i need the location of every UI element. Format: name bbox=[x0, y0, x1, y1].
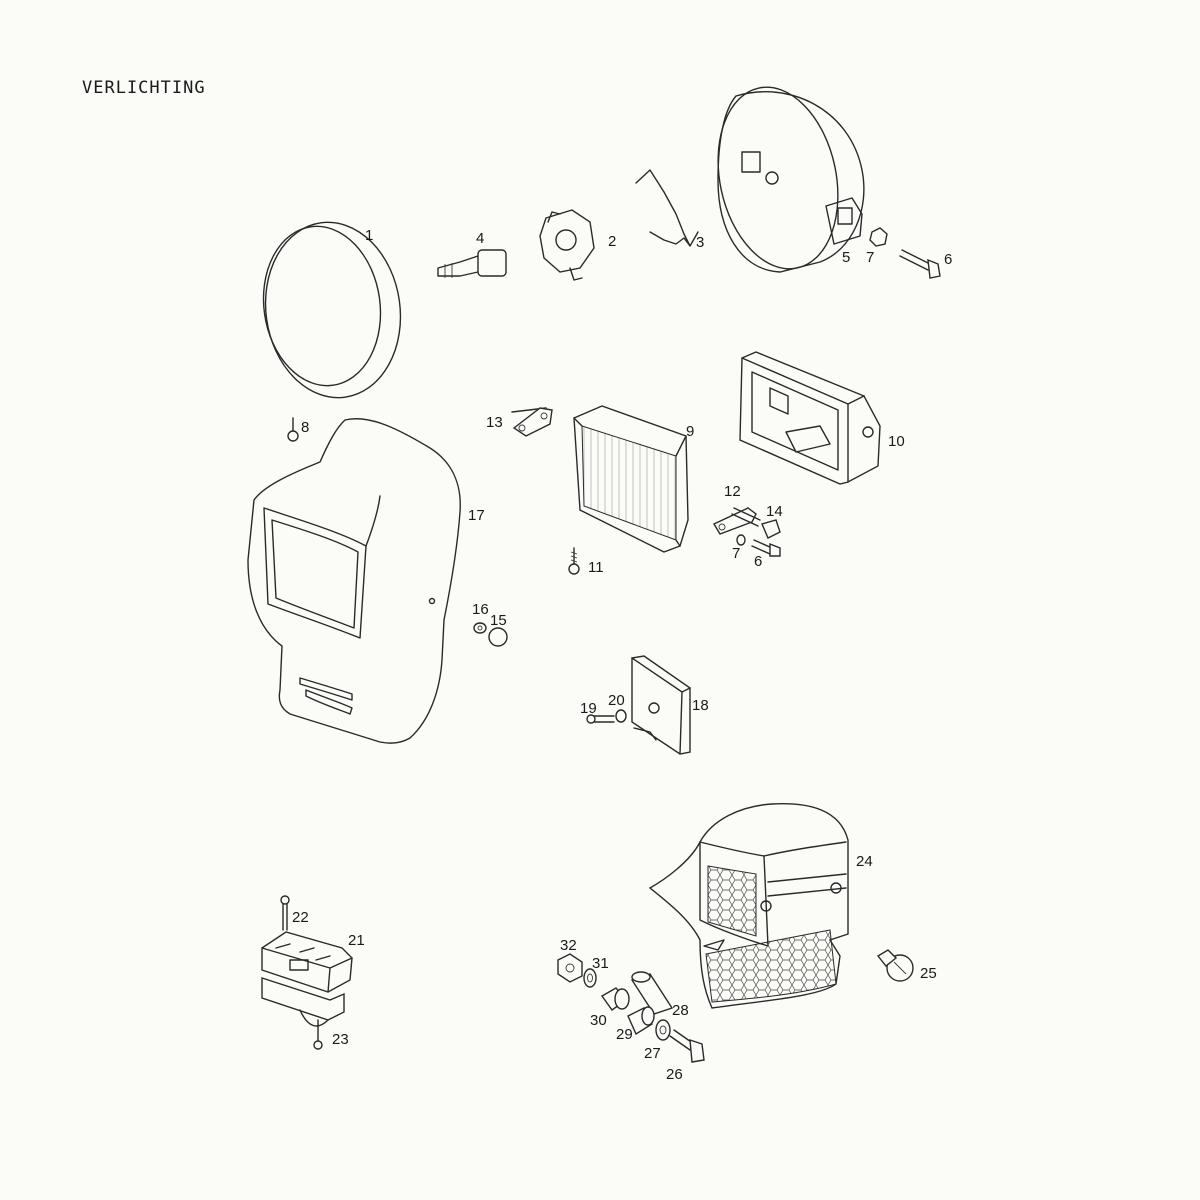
label-5: 5 bbox=[842, 249, 850, 266]
part-spacer-29 bbox=[627, 1006, 655, 1036]
label-2: 2 bbox=[608, 233, 616, 250]
part-rect-headlight bbox=[573, 405, 689, 553]
label-25: 25 bbox=[920, 965, 937, 982]
label-11: 11 bbox=[588, 559, 604, 576]
label-32: 32 bbox=[560, 937, 577, 954]
part-screw-11 bbox=[568, 547, 580, 575]
label-7: 7 bbox=[866, 249, 874, 266]
part-screw-19 bbox=[586, 714, 615, 724]
label-9: 9 bbox=[686, 423, 694, 440]
label-28: 28 bbox=[672, 1002, 689, 1019]
part-headlight-lens bbox=[262, 221, 402, 399]
label-27: 27 bbox=[644, 1045, 661, 1062]
part-nut-top bbox=[869, 227, 888, 247]
label-26: 26 bbox=[666, 1066, 683, 1083]
part-nut-32 bbox=[557, 953, 583, 983]
diagram-title: VERLICHTING bbox=[82, 78, 206, 98]
part-bolt-top bbox=[899, 249, 941, 279]
part-spacer-14 bbox=[761, 519, 781, 539]
label-6: 6 bbox=[944, 251, 952, 268]
part-washer-27 bbox=[655, 1019, 671, 1041]
part-bracket-12 bbox=[713, 507, 761, 535]
part-plate-18 bbox=[631, 655, 691, 755]
part-sleeve-28 bbox=[630, 971, 674, 1015]
part-tail-light bbox=[648, 803, 849, 1009]
label-6b: 6 bbox=[754, 553, 762, 570]
label-16: 16 bbox=[472, 601, 489, 618]
part-washer-7 bbox=[736, 534, 746, 546]
part-bulb bbox=[437, 249, 507, 278]
label-3: 3 bbox=[696, 234, 704, 251]
label-15: 15 bbox=[490, 612, 507, 629]
label-17: 17 bbox=[468, 507, 485, 524]
label-30: 30 bbox=[590, 1012, 607, 1029]
label-18: 18 bbox=[692, 697, 709, 714]
callout-labels: 1 2 3 4 5 6 7 8 9 10 11 12 13 14 7 6 16 … bbox=[292, 227, 952, 1083]
label-13: 13 bbox=[486, 414, 503, 431]
part-fairing bbox=[247, 418, 461, 744]
part-screw-22 bbox=[280, 895, 290, 931]
part-switch-21 bbox=[261, 931, 353, 1027]
part-bracket-13 bbox=[511, 407, 553, 437]
part-nut-15 bbox=[488, 627, 508, 647]
label-22: 22 bbox=[292, 909, 309, 926]
label-31: 31 bbox=[592, 955, 609, 972]
part-washer-31 bbox=[583, 968, 597, 988]
label-20: 20 bbox=[608, 692, 625, 709]
label-10: 10 bbox=[888, 433, 905, 450]
part-tail-bulb bbox=[876, 949, 914, 982]
part-spring-clip bbox=[635, 169, 699, 247]
label-4: 4 bbox=[476, 230, 484, 247]
label-7b: 7 bbox=[732, 545, 740, 562]
label-19: 19 bbox=[580, 700, 597, 717]
part-bolt-26 bbox=[669, 1029, 705, 1063]
part-spacer-30 bbox=[600, 987, 630, 1011]
label-29: 29 bbox=[616, 1026, 633, 1043]
part-rect-housing bbox=[739, 351, 881, 485]
label-14: 14 bbox=[766, 503, 783, 520]
label-1: 1 bbox=[365, 227, 373, 244]
label-21: 21 bbox=[348, 932, 365, 949]
part-screw-8 bbox=[287, 417, 299, 442]
label-8: 8 bbox=[301, 419, 309, 436]
part-headlight-housing bbox=[717, 86, 865, 273]
label-24: 24 bbox=[856, 853, 873, 870]
part-washer-16 bbox=[473, 622, 487, 634]
part-bolt-6 bbox=[751, 539, 781, 557]
part-washer-20 bbox=[615, 709, 627, 723]
part-bulb-holder bbox=[539, 209, 595, 281]
label-23: 23 bbox=[332, 1031, 349, 1048]
label-12: 12 bbox=[724, 483, 741, 500]
part-screw-23 bbox=[313, 1019, 323, 1050]
